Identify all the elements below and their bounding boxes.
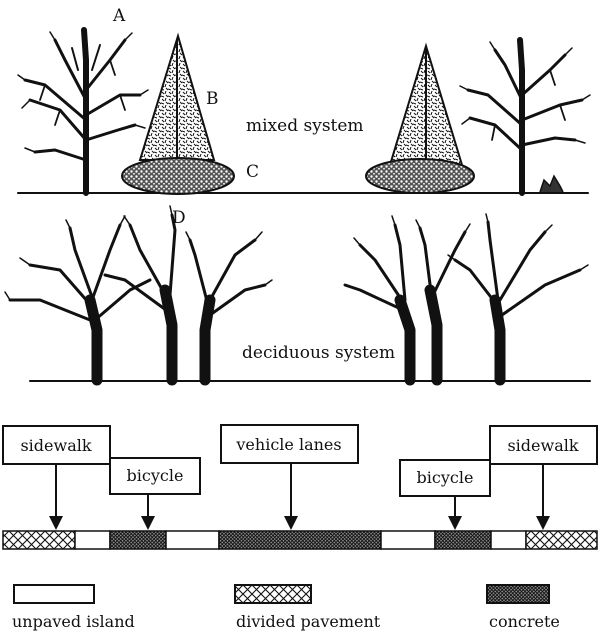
- legend-swatch-divided-pavement: [234, 584, 312, 604]
- arrowhead: [536, 516, 550, 530]
- segment-divided-pavement: [2, 530, 76, 550]
- bicycle-right-label: bicycle: [417, 468, 474, 487]
- mixed-system-scene: A B C mixed system: [17, 6, 591, 196]
- deciduous-system-scene: D deciduous system: [4, 205, 591, 386]
- arrows: [49, 462, 550, 530]
- deciduous-tree-icon: [4, 215, 152, 386]
- deciduous-tree-icon: [459, 37, 591, 196]
- arrowhead: [448, 516, 462, 530]
- segment-divided-pavement: [525, 530, 598, 550]
- letter-a: A: [112, 6, 126, 26]
- legend-swatch-unpaved-island: [13, 584, 95, 604]
- segment-unpaved-island: [165, 530, 220, 550]
- segment-unpaved-island: [380, 530, 436, 550]
- bicycle-left-box: [109, 457, 201, 495]
- segment-unpaved-island: [74, 530, 111, 550]
- deciduous-tree-icon: [17, 27, 149, 196]
- arrowhead: [284, 516, 298, 530]
- legend: unpaved island divided pavement concrete: [12, 584, 560, 631]
- road-strip: [2, 530, 598, 550]
- segment-concrete: [434, 530, 492, 550]
- bicycle-left-label: bicycle: [127, 466, 184, 485]
- letter-c: C: [246, 162, 259, 182]
- legend-label-concrete: concrete: [489, 612, 560, 631]
- segment-unpaved-island: [490, 530, 527, 550]
- shrub-icon: [365, 158, 475, 194]
- segment-concrete: [218, 530, 382, 550]
- legend-label-divided-pavement: divided pavement: [236, 612, 381, 631]
- legend-label-unpaved-island: unpaved island: [12, 612, 135, 631]
- deciduous-system-caption: deciduous system: [242, 343, 395, 363]
- bicycle-right-box: [399, 459, 491, 497]
- small-bush-icon: [539, 174, 564, 193]
- arrowhead: [49, 516, 63, 530]
- vehicle-lanes-box: [220, 424, 359, 464]
- sidewalk-right-label: sidewalk: [507, 436, 578, 455]
- segment-concrete: [109, 530, 167, 550]
- mixed-system-caption: mixed system: [246, 116, 364, 136]
- road-cross-section: sidewalk bicycle vehicle lanes bicycle s…: [2, 424, 598, 550]
- shrub-icon: [121, 157, 235, 195]
- letter-d: D: [172, 208, 186, 228]
- letter-b: B: [206, 89, 219, 109]
- arrowhead: [141, 516, 155, 530]
- legend-swatch-concrete: [486, 584, 550, 604]
- deciduous-tree-icon: [447, 213, 589, 386]
- deciduous-tree-icon: [343, 215, 416, 386]
- sidewalk-left-label: sidewalk: [20, 436, 91, 455]
- vehicle-lanes-label: vehicle lanes: [235, 435, 341, 454]
- deciduous-tree-icon: [415, 219, 471, 386]
- deciduous-tree-icon: [185, 231, 273, 386]
- deciduous-tree-icon: [103, 205, 178, 386]
